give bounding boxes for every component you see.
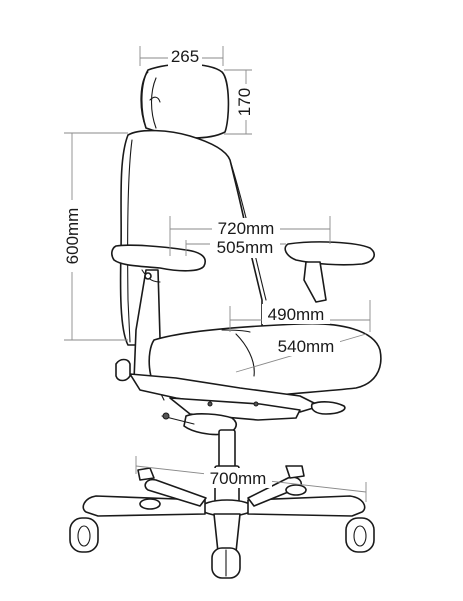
headrest-width-label: 265 — [171, 47, 199, 66]
caster-back-right — [285, 484, 307, 496]
seat-width-label: 490mm — [268, 305, 325, 324]
headrest-height-label: 170 — [235, 88, 254, 116]
headrest — [140, 63, 230, 139]
caster-right — [345, 517, 375, 553]
caster-wheels — [69, 484, 375, 579]
armrest-outer-width-label: 720mm — [218, 219, 275, 238]
caster-back-left — [139, 498, 161, 510]
seat-depth-label: 540mm — [278, 337, 335, 356]
seat-mechanism — [115, 358, 346, 436]
armrest-inner-width-label: 505mm — [217, 238, 274, 257]
dimension-labels: 265 170 600mm 720mm 505mm 490mm 540mm 70… — [62, 46, 340, 488]
backrest-height-label: 600mm — [63, 208, 82, 265]
caster-front — [211, 547, 241, 579]
chair-base — [82, 465, 366, 553]
caster-left — [69, 517, 99, 553]
chair-illustration — [69, 63, 382, 579]
base-diameter-label: 700mm — [210, 469, 267, 488]
armrest-right — [284, 241, 375, 303]
